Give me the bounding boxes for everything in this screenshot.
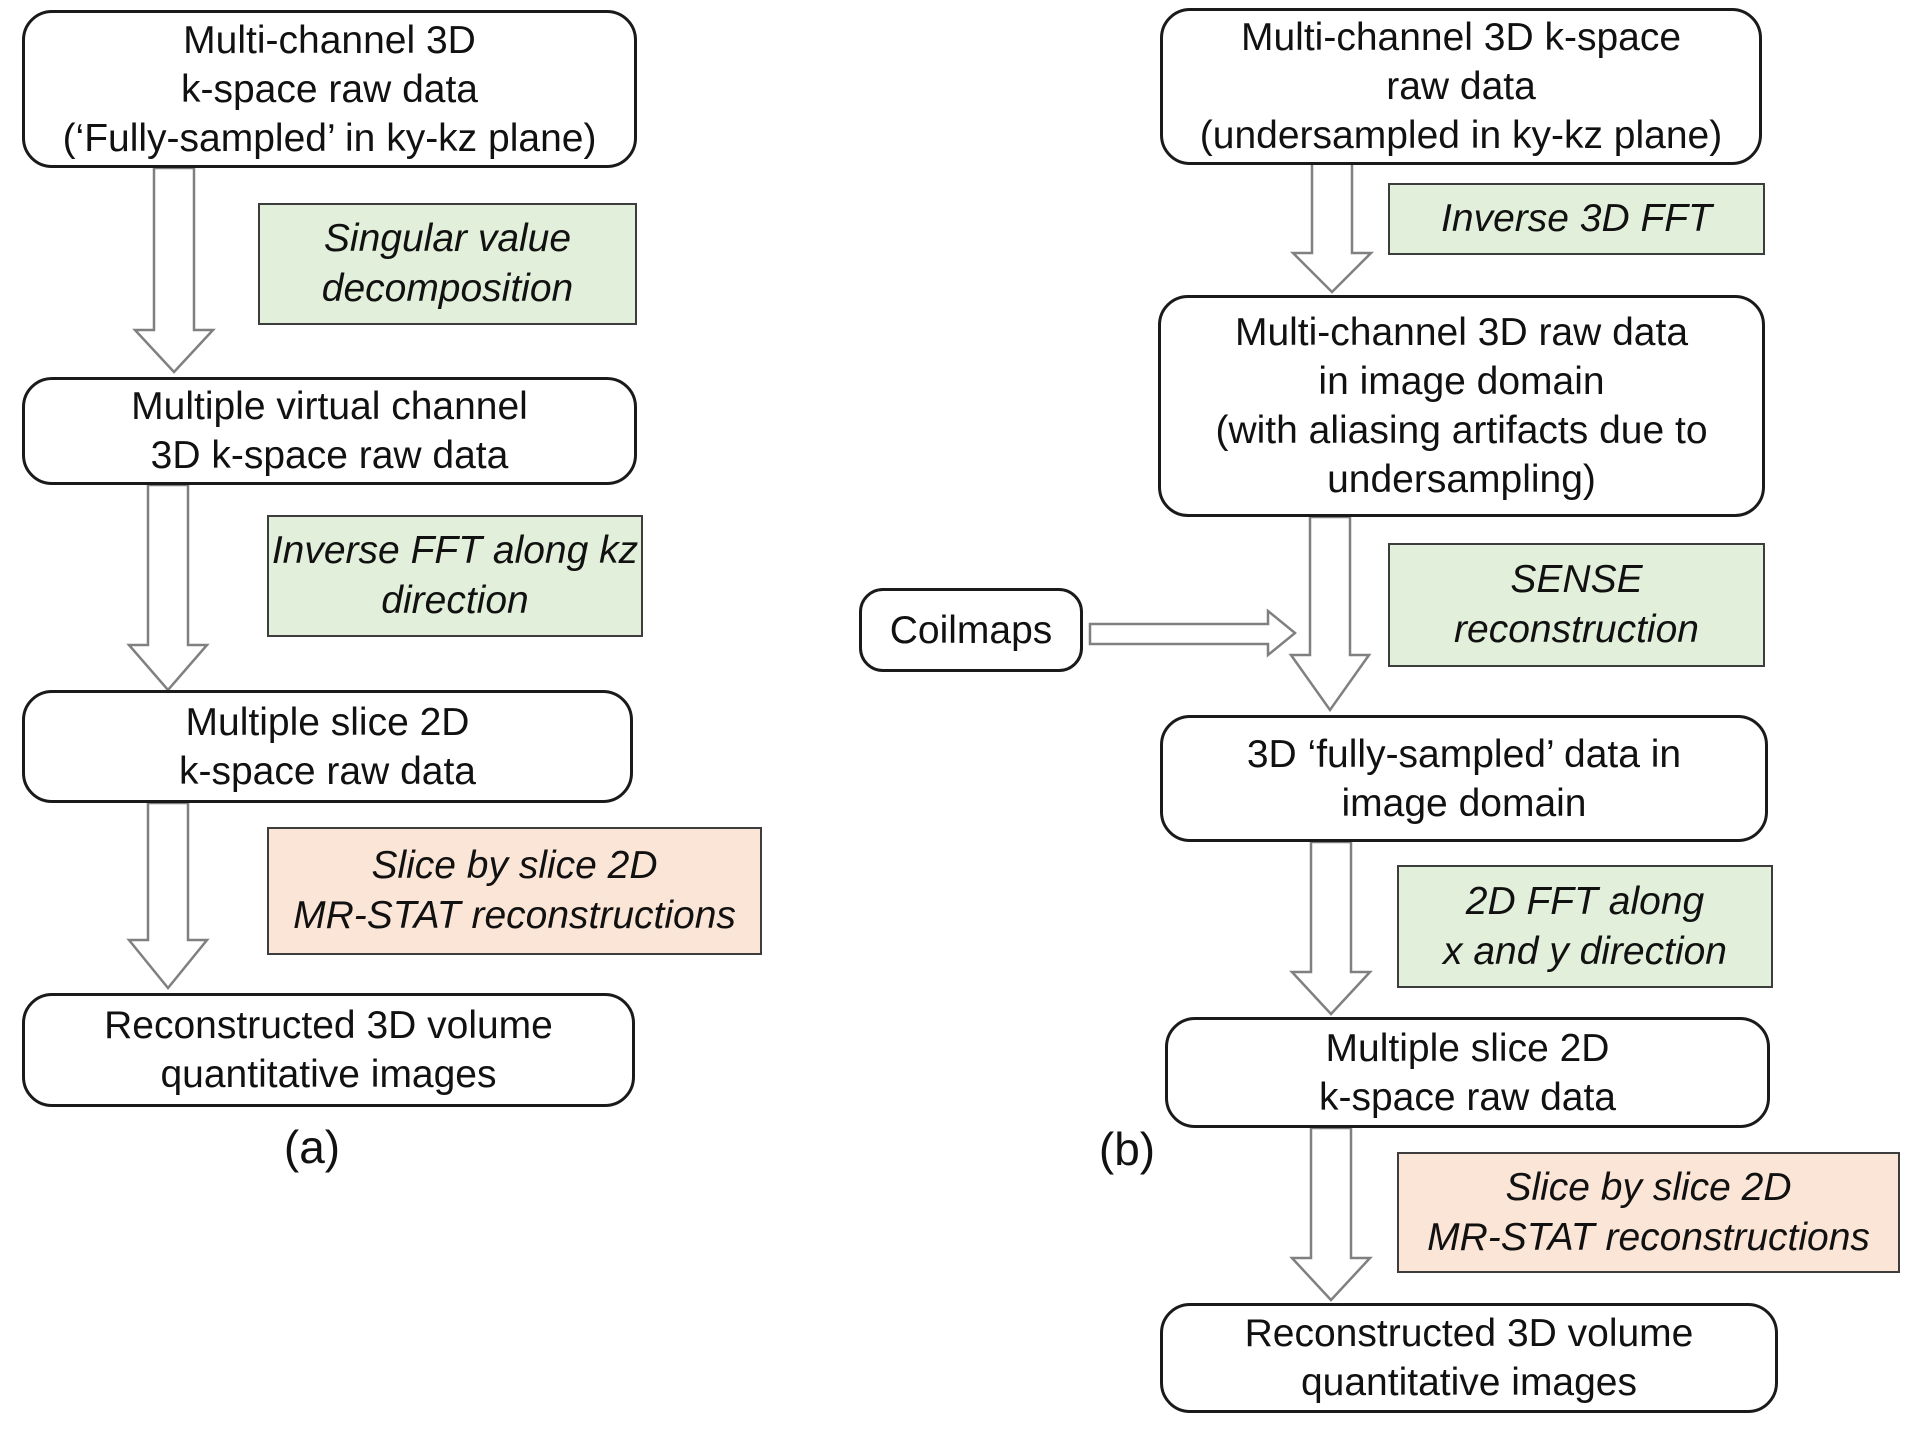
text-line: undersampling) [1327,458,1596,501]
text-line: Multi-channel 3D k-space [1240,16,1682,59]
node-a-multiple-slice-2d-kspace: Multiple slice 2D k-space raw data [22,690,633,803]
text-line: quantitative images [160,1053,497,1096]
text-line: Slice by slice 2D [371,844,658,887]
right-arrow-coilmaps-icon [1088,608,1297,658]
text-line: (‘Fully-sampled’ in ky-kz plane) [62,116,597,160]
text-line: Inverse 3D FFT [1441,197,1712,240]
node-a-reconstructed-volume: Reconstructed 3D volume quantitative ima… [22,993,635,1107]
text-line: (undersampled in ky-kz plane) [1199,114,1723,157]
text-line: Reconstructed 3D volume [104,1004,553,1047]
node-b-coilmaps: Coilmaps [859,588,1083,672]
text-line: k-space raw data [181,67,478,111]
text-line: in image domain [1318,360,1605,403]
process-b-sense-reconstruction: SENSE reconstruction [1388,543,1765,667]
node-b-multiple-slice-2d-kspace: Multiple slice 2D k-space raw data [1165,1017,1770,1128]
node-b-fully-sampled-image-domain: 3D ‘fully-sampled’ data in image domain [1160,715,1768,842]
process-a-singular-value-decomposition: Singular value decomposition [258,203,637,325]
panel-a-caption: (a) [283,1121,341,1173]
text-line: (with aliasing artifacts due to [1215,409,1708,452]
node-b-image-domain-aliased: Multi-channel 3D raw data in image domai… [1158,295,1765,517]
process-a-inverse-fft-kz: Inverse FFT along kz direction [267,515,643,637]
text-line: 3D k-space raw data [150,434,509,477]
down-arrow-a1-icon [132,166,216,374]
text-line: reconstruction [1454,608,1699,651]
text-line: MR-STAT reconstructions [1427,1215,1870,1259]
panel-b-caption: (b) [1098,1123,1156,1175]
node-b-reconstructed-volume: Reconstructed 3D volume quantitative ima… [1160,1303,1778,1413]
process-a-mrstat-reconstructions: Slice by slice 2D MR-STAT reconstruction… [267,827,762,955]
text-line: quantitative images [1300,1361,1638,1404]
text-line: decomposition [321,267,574,310]
text-line: Singular value [323,217,572,260]
down-arrow-a2-icon [126,483,210,692]
node-b-multichannel-3d-kspace: Multi-channel 3D k-space raw data (under… [1160,8,1762,165]
down-arrow-b4-icon [1289,1126,1373,1302]
text-line: Slice by slice 2D [1505,1165,1792,1209]
text-line: SENSE [1510,558,1643,601]
text-line: raw data [1386,65,1536,108]
down-arrow-a3-icon [126,801,210,990]
text-line: Multi-channel 3D [183,18,476,62]
text-line: MR-STAT reconstructions [293,894,736,937]
process-b-2d-fft-xy: 2D FFT along x and y direction [1397,865,1773,988]
process-b-inverse-3d-fft: Inverse 3D FFT [1388,183,1765,255]
node-a-multichannel-3d-kspace: Multi-channel 3D k-space raw data (‘Full… [22,10,637,168]
process-b-mrstat-reconstructions: Slice by slice 2D MR-STAT reconstruction… [1397,1152,1900,1273]
text-line: k-space raw data [1319,1075,1616,1119]
text-line: Coilmaps [889,608,1053,652]
down-arrow-b2-icon [1288,515,1372,713]
down-arrow-b3-icon [1289,840,1373,1016]
text-line: Reconstructed 3D volume [1244,1312,1694,1355]
text-line: direction [381,579,529,622]
text-line: Inverse FFT along kz [271,529,639,572]
down-arrow-b1-icon [1289,161,1375,294]
text-line: Multiple slice 2D [185,700,470,744]
text-line: x and y direction [1443,929,1727,973]
text-line: image domain [1341,781,1587,825]
text-line: Multiple virtual channel [131,385,528,428]
text-line: 3D ‘fully-sampled’ data in [1246,732,1682,776]
text-line: 2D FFT along [1465,879,1705,923]
text-line: Multiple slice 2D [1325,1026,1610,1070]
text-line: k-space raw data [179,749,476,793]
text-line: Multi-channel 3D raw data [1234,311,1689,354]
node-a-virtual-channel-kspace: Multiple virtual channel 3D k-space raw … [22,377,637,485]
